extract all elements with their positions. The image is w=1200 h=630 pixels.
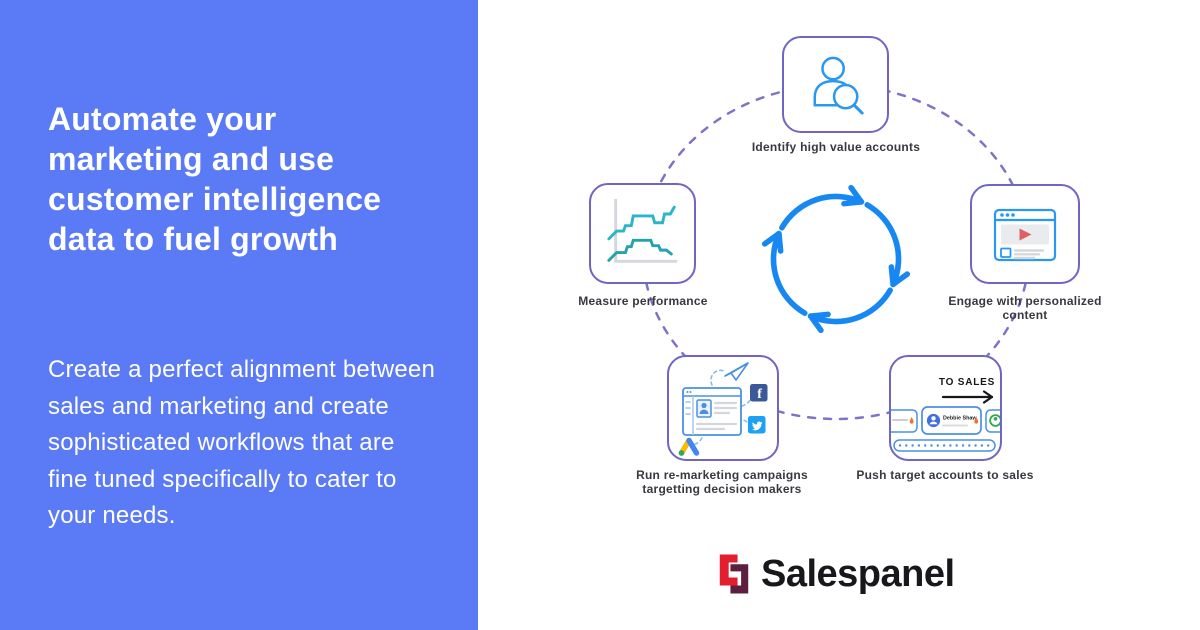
lead-chip-main: Debbie Shaw <box>921 406 982 435</box>
step-card-identify <box>782 36 889 133</box>
hero-title-line: Automate your <box>48 101 277 137</box>
hero-body-line: fine tuned specifically to cater to <box>48 465 397 493</box>
to-sales-arrow <box>941 390 994 404</box>
facebook-icon: f <box>750 384 768 402</box>
remarketing-icon: f <box>678 362 768 456</box>
hero-body-line: your needs. <box>48 502 176 529</box>
step-card-push-to-sales: TO SALES Debbie Shaw <box>889 355 1002 461</box>
twitter-icon <box>748 416 766 434</box>
line-chart-icon <box>606 198 677 263</box>
hero-panel: Automate your marketing and use customer… <box>0 0 478 630</box>
cycle-arrows-icon <box>761 184 911 334</box>
hero-body-line: sales and marketing and create <box>48 392 389 420</box>
step-card-engage <box>970 184 1080 284</box>
hero-title-line: marketing and use <box>48 141 335 177</box>
to-sales-tag: TO SALES <box>939 377 995 388</box>
hero-title: Automate your marketing and use customer… <box>48 99 381 259</box>
brand-logo: Salespanel <box>718 551 955 597</box>
step-label-measure: Measure performance <box>578 294 708 308</box>
step-label-push-to-sales: Push target accounts to sales <box>856 468 1034 482</box>
salespanel-logo-mark <box>719 554 749 594</box>
step-card-measure <box>589 183 696 284</box>
step-label-remarketing: Run re-marketing campaigns targetting de… <box>636 468 808 496</box>
brand-name: Salespanel <box>761 552 955 595</box>
hero-title-line: data to fuel growth <box>48 221 339 257</box>
hero-title-line: customer intelligence <box>48 181 382 217</box>
hero-body-line: Create a perfect alignment between <box>48 356 436 383</box>
lead-chip-left <box>891 409 918 433</box>
pipeline-dots-bar <box>893 439 996 452</box>
video-player-icon <box>993 208 1057 262</box>
user-search-icon <box>812 56 864 115</box>
hero-body-line: sophisticated workflows that are <box>48 429 395 456</box>
lead-contact-name: Debbie Shaw <box>943 416 977 422</box>
lead-chip-right <box>985 409 1000 433</box>
step-card-remarketing: f <box>667 355 779 461</box>
to-sales-icon: TO SALES Debbie Shaw <box>891 377 1000 452</box>
paper-plane-icon <box>724 362 749 381</box>
svg-text:f: f <box>757 387 762 402</box>
google-ads-icon <box>678 437 700 456</box>
step-label-engage: Engage with personalized content <box>948 294 1102 322</box>
step-label-identify: Identify high value accounts <box>751 140 921 154</box>
hero-subtitle: Create a perfect alignment between sales… <box>48 352 435 535</box>
